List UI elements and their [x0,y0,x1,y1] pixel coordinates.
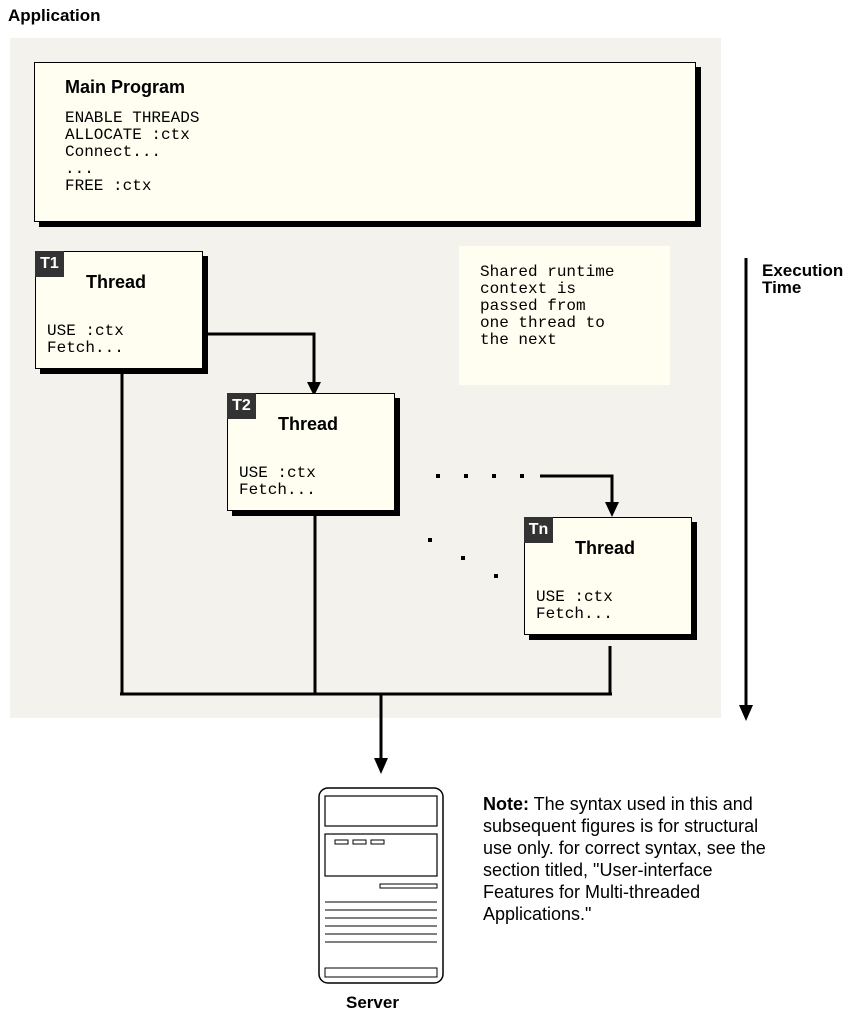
thread-box-tn: Tn Thread USE :ctx Fetch... [524,517,692,635]
dotted-continuation [428,474,524,578]
note-text: The syntax used in this and subsequent f… [483,794,766,924]
note-paragraph: Note: The syntax used in this and subseq… [483,793,773,925]
thread-box-t1: T1 Thread USE :ctx Fetch... [35,251,203,369]
execution-time-line2: Time [762,278,802,297]
thread-code: USE :ctx Fetch... [47,322,124,357]
execution-time-label: Execution Time [762,262,843,296]
execution-time-arrowhead [739,705,753,721]
application-label: Application [8,6,101,25]
main-program-box: Main Program ENABLE THREADS ALLOCATE :ct… [34,62,696,222]
thread-badge: T1 [35,251,64,277]
shared-context-text: Shared runtime context is passed from on… [480,263,615,349]
thread-code: USE :ctx Fetch... [536,588,613,623]
server-label: Server [346,993,399,1012]
thread-badge: Tn [524,517,553,543]
server-icon [318,787,444,984]
execution-time-line1: Execution [762,261,844,280]
thread-title: Thread [575,538,636,558]
arrow-t2-to-tn [540,474,614,505]
thread-title: Thread [86,272,147,292]
thread-code: USE :ctx Fetch... [239,464,316,499]
to-server-arrowhead [374,758,388,774]
shared-context-note: Shared runtime context is passed from on… [459,246,670,385]
main-program-title: Main Program [65,77,186,97]
thread-badge: T2 [227,393,256,419]
note-lead: Note: [483,794,529,814]
thread-title: Thread [278,414,339,434]
thread-box-t2: T2 Thread USE :ctx Fetch... [227,393,395,511]
main-program-code: ENABLE THREADS ALLOCATE :ctx Connect... … [65,109,200,195]
arrow-t1-to-t2 [208,332,316,385]
